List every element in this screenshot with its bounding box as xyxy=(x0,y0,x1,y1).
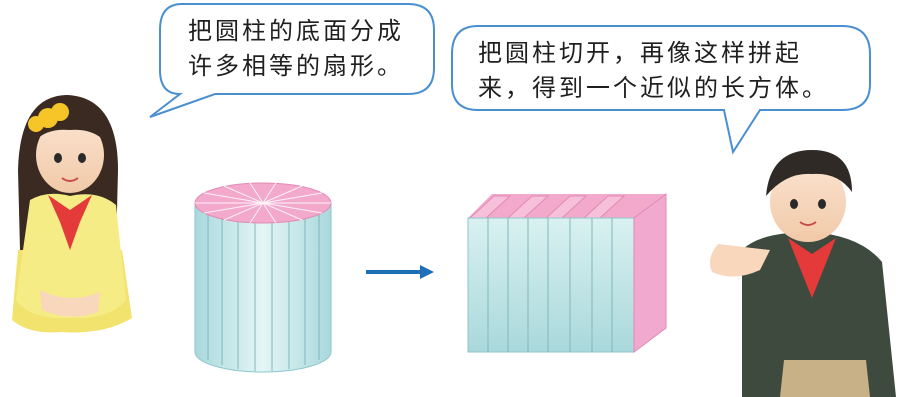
bubble-left-line-1: 把圆柱的底面分成 xyxy=(188,17,404,45)
right-arrow-icon xyxy=(366,265,434,279)
speech-bubble-right-text: 把圆柱切开，再像这样拼起 来，得到一个近似的长方体。 xyxy=(478,36,829,106)
bubble-left-line-2: 许多相等的扇形。 xyxy=(188,52,404,80)
boy-character-illustration xyxy=(710,150,896,397)
speech-bubble-left xyxy=(149,3,435,118)
speech-bubble-right xyxy=(451,25,871,155)
bubble-right-line-1: 把圆柱切开，再像这样拼起 xyxy=(478,39,802,67)
approximate-rectangular-prism xyxy=(467,193,667,353)
speech-bubble-left-text: 把圆柱的底面分成 许多相等的扇形。 xyxy=(188,14,404,84)
girl-character-illustration xyxy=(12,95,132,333)
bubble-right-line-2: 来，得到一个近似的长方体。 xyxy=(478,74,829,102)
sectored-cylinder xyxy=(194,182,332,373)
